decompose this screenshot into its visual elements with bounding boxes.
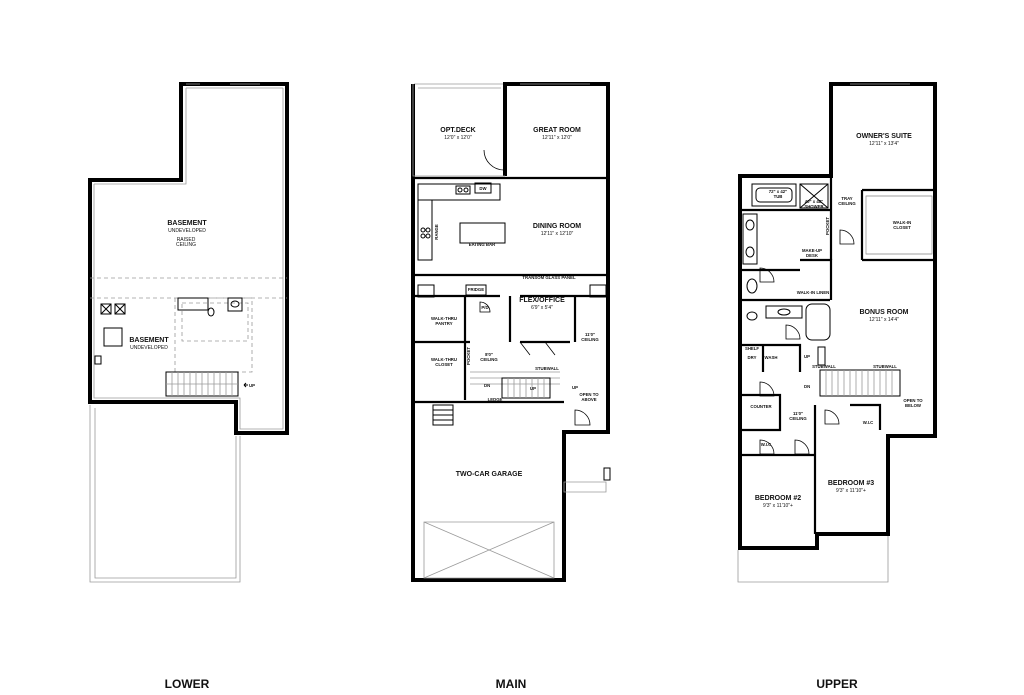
main-up-label: UP bbox=[572, 385, 578, 390]
upper-wic-a: W.I.C bbox=[761, 442, 772, 447]
main-closet-2: CLOSET bbox=[435, 362, 453, 367]
main-pantry-1: WALK-THRU bbox=[431, 316, 457, 321]
upper-pocket: POCKET bbox=[825, 217, 830, 235]
upper-bedroom-3-dims: 9'3" x 11'10"+ bbox=[836, 488, 866, 494]
main-level-plan: OPT.DECK 12'0" x 12'0" GREAT ROOM 12'11"… bbox=[411, 82, 611, 582]
upper-open-below-1: OPEN TO bbox=[903, 398, 923, 403]
main-pantry-2: PANTRY bbox=[435, 321, 452, 326]
main-deck-dims: 12'0" x 12'0" bbox=[444, 135, 472, 141]
main-dining-room-dims: 12'11" x 12'10" bbox=[541, 231, 574, 237]
level-label-main: MAIN bbox=[496, 677, 527, 691]
upper-up-label: UP bbox=[804, 354, 810, 359]
main-transom-label: TRANSOM GLASS PANEL bbox=[522, 275, 576, 280]
main-deck-name: OPT.DECK bbox=[440, 127, 475, 134]
level-label-upper: UPPER bbox=[816, 677, 858, 691]
upper-tub-2: TUB bbox=[774, 194, 783, 199]
main-great-room-dims: 12'11" x 12'0" bbox=[542, 135, 572, 141]
upper-bonus-room-dims: 12'11" x 14'4" bbox=[869, 317, 899, 323]
main-dw-label: DW bbox=[479, 186, 487, 191]
upper-shelf: SHELF bbox=[745, 346, 759, 351]
upper-tray-1: TRAY bbox=[841, 196, 852, 201]
main-ceiling-11-b: CEILING bbox=[581, 337, 599, 342]
lower-raised-ceiling-1: RAISED bbox=[177, 237, 196, 243]
main-fridge-label: FRIDGE bbox=[468, 287, 484, 292]
lower-stair bbox=[165, 371, 239, 397]
main-closet-1: WALK-THRU bbox=[431, 357, 457, 362]
main-great-room-name: GREAT ROOM bbox=[533, 127, 581, 134]
lower-basement-2-name: BASEMENT bbox=[129, 337, 169, 344]
main-up-label-2: UP bbox=[530, 386, 536, 391]
main-ceiling-8-b: CEILING bbox=[480, 357, 498, 362]
upper-bonus-room-name: BONUS ROOM bbox=[860, 309, 909, 316]
upper-shower-1: 40" x 48" bbox=[805, 199, 823, 204]
main-garage-name: TWO-CAR GARAGE bbox=[456, 471, 523, 478]
upper-tray-2: CEILING bbox=[838, 201, 856, 206]
upper-linen: WALK-IN LINEN bbox=[797, 290, 829, 295]
main-ceiling-11-a: 11'0" bbox=[585, 332, 595, 337]
lower-raised-ceiling-2: CEILING bbox=[176, 242, 196, 248]
main-ledge-label: LEDGE bbox=[488, 397, 503, 402]
upper-makeup-1: MAKE-UP bbox=[802, 248, 822, 253]
upper-shower-2: SHOWER bbox=[804, 204, 824, 209]
main-stubwall-label: STUBWALL bbox=[535, 366, 559, 371]
upper-wic-b: W.I.C bbox=[863, 420, 874, 425]
main-open-above-2: ABOVE bbox=[581, 397, 596, 402]
upper-owners-suite-dims: 12'11" x 13'4" bbox=[869, 141, 899, 147]
upper-dry: DRY bbox=[748, 355, 757, 360]
main-flex-office-dims: 6'9" x 5'4" bbox=[531, 305, 553, 311]
main-pd-label: P/D bbox=[481, 305, 488, 310]
upper-bedroom-2-name: BEDROOM #2 bbox=[755, 495, 801, 502]
upper-ceiling-11-a: 11'0" bbox=[793, 411, 803, 416]
upper-makeup-2: DESK bbox=[806, 253, 819, 258]
upper-stubwall-a: STUBWALL bbox=[812, 364, 836, 369]
upper-stubwall-b: STUBWALL bbox=[873, 364, 897, 369]
lower-up-label: UP bbox=[249, 383, 255, 388]
main-open-above-1: OPEN TO bbox=[579, 392, 599, 397]
lower-basement-2-sub: UNDEVELOPED bbox=[130, 345, 168, 351]
upper-tub-1: 72" x 42" bbox=[769, 189, 787, 194]
upper-wash: WASH bbox=[765, 355, 778, 360]
main-flex-office-name: FLEX/OFFICE bbox=[519, 297, 565, 304]
main-pocket-label: POCKET bbox=[466, 347, 471, 365]
upper-dn-label: DN bbox=[804, 384, 810, 389]
upper-owners-suite-name: OWNER'S SUITE bbox=[856, 133, 912, 140]
upper-level-plan: OWNER'S SUITE 12'11" x 13'4" BONUS ROOM … bbox=[737, 82, 937, 583]
upper-open-below-2: BELOW bbox=[905, 403, 922, 408]
main-dining-room-name: DINING ROOM bbox=[533, 223, 581, 230]
upper-ceiling-11-b: CEILING bbox=[789, 416, 807, 421]
main-ceiling-8-a: 8'0" bbox=[485, 352, 493, 357]
level-label-lower: LOWER bbox=[165, 677, 210, 691]
upper-bedroom-3-name: BEDROOM #3 bbox=[828, 480, 874, 487]
main-range-label: RANGE bbox=[434, 224, 439, 240]
upper-bedroom-2-dims: 9'3" x 11'10"+ bbox=[763, 503, 793, 509]
main-eating-bar-label: EATING BAR bbox=[469, 242, 496, 247]
lower-basement-1-name: BASEMENT bbox=[167, 220, 207, 227]
main-dn-label: DN bbox=[484, 383, 490, 388]
upper-counter: COUNTER bbox=[750, 404, 772, 409]
lower-basement-1-sub: UNDEVELOPED bbox=[168, 228, 206, 234]
lower-level-plan: UP BASEMENT UNDEVELOPED RAISED CEILING B… bbox=[88, 82, 289, 583]
upper-walkin-2: CLOSET bbox=[893, 225, 911, 230]
upper-walkin-1: WALK-IN bbox=[893, 220, 911, 225]
